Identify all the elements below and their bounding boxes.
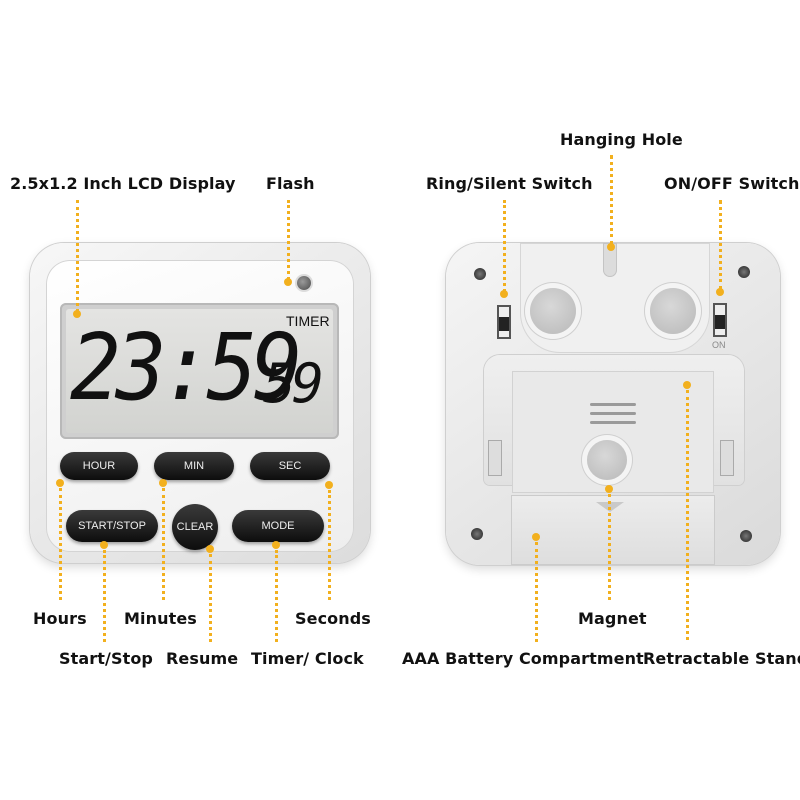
callout-dot [607, 243, 615, 251]
callout-dot [532, 533, 540, 541]
callout-magnet: Magnet [578, 609, 647, 628]
callout-line [287, 200, 290, 280]
vent-line [590, 403, 636, 406]
start-stop-button[interactable]: START/STOP [66, 510, 158, 542]
callout-dot [325, 481, 333, 489]
screw-top-right [738, 266, 750, 278]
callout-dot [272, 541, 280, 549]
callout-start-stop: Start/Stop [59, 649, 153, 668]
callout-line [719, 200, 722, 290]
screw-top-left [474, 268, 486, 280]
stand-hinge-right [720, 440, 734, 476]
flash-light [297, 276, 311, 290]
callout-stand: Retractable Stand [643, 649, 800, 668]
callout-dot [683, 381, 691, 389]
callout-line [103, 550, 106, 642]
lcd-main-digits: 23:59 [70, 314, 303, 421]
callout-line [209, 554, 212, 642]
ring-silent-switch-knob [499, 317, 509, 331]
callout-dot [100, 541, 108, 549]
callout-line [608, 494, 611, 600]
callout-line [76, 200, 79, 312]
callout-dot [605, 485, 613, 493]
callout-hanging-hole: Hanging Hole [560, 130, 683, 149]
callout-flash: Flash [266, 174, 315, 193]
callout-line [503, 200, 506, 292]
callout-battery: AAA Battery Compartment [402, 649, 644, 668]
callout-line [275, 550, 278, 642]
callout-line [162, 488, 165, 600]
callout-dot [206, 545, 214, 553]
on-off-switch-knob [715, 315, 725, 329]
callout-resume: Resume [166, 649, 239, 668]
callout-lcd-display: 2.5x1.2 Inch LCD Display [10, 174, 236, 193]
right-knob [650, 288, 696, 334]
sec-button[interactable]: SEC [250, 452, 330, 480]
clear-button[interactable]: CLEAR [172, 504, 218, 550]
screw-bottom-left [471, 528, 483, 540]
callout-hours: Hours [33, 609, 87, 628]
callout-dot [284, 278, 292, 286]
callout-timer-clock: Timer/ Clock [251, 649, 364, 668]
callout-dot [73, 310, 81, 318]
min-button[interactable]: MIN [154, 452, 234, 480]
callout-line [59, 488, 62, 600]
mode-button[interactable]: MODE [232, 510, 324, 542]
callout-dot [500, 290, 508, 298]
callout-dot [159, 479, 167, 487]
callout-line [535, 542, 538, 642]
callout-on-off: ON/OFF Switch [664, 174, 800, 193]
screw-bottom-right [740, 530, 752, 542]
callout-seconds: Seconds [295, 609, 371, 628]
callout-line [686, 390, 689, 640]
on-label: ON [712, 340, 726, 350]
left-knob [530, 288, 576, 334]
vent-line [590, 412, 636, 415]
callout-line [610, 155, 613, 245]
callout-dot [56, 479, 64, 487]
lcd-seconds-digits: 59 [263, 352, 324, 415]
hour-button[interactable]: HOUR [60, 452, 138, 480]
hanging-hole [603, 243, 617, 277]
vent-line [590, 421, 636, 424]
callout-ring-silent: Ring/Silent Switch [426, 174, 593, 193]
callout-minutes: Minutes [124, 609, 197, 628]
callout-dot [716, 288, 724, 296]
stand-hinge-left [488, 440, 502, 476]
magnet [587, 440, 627, 480]
callout-line [328, 490, 331, 600]
lcd-display [66, 309, 333, 433]
lcd-mode-label: TIMER [286, 313, 330, 329]
